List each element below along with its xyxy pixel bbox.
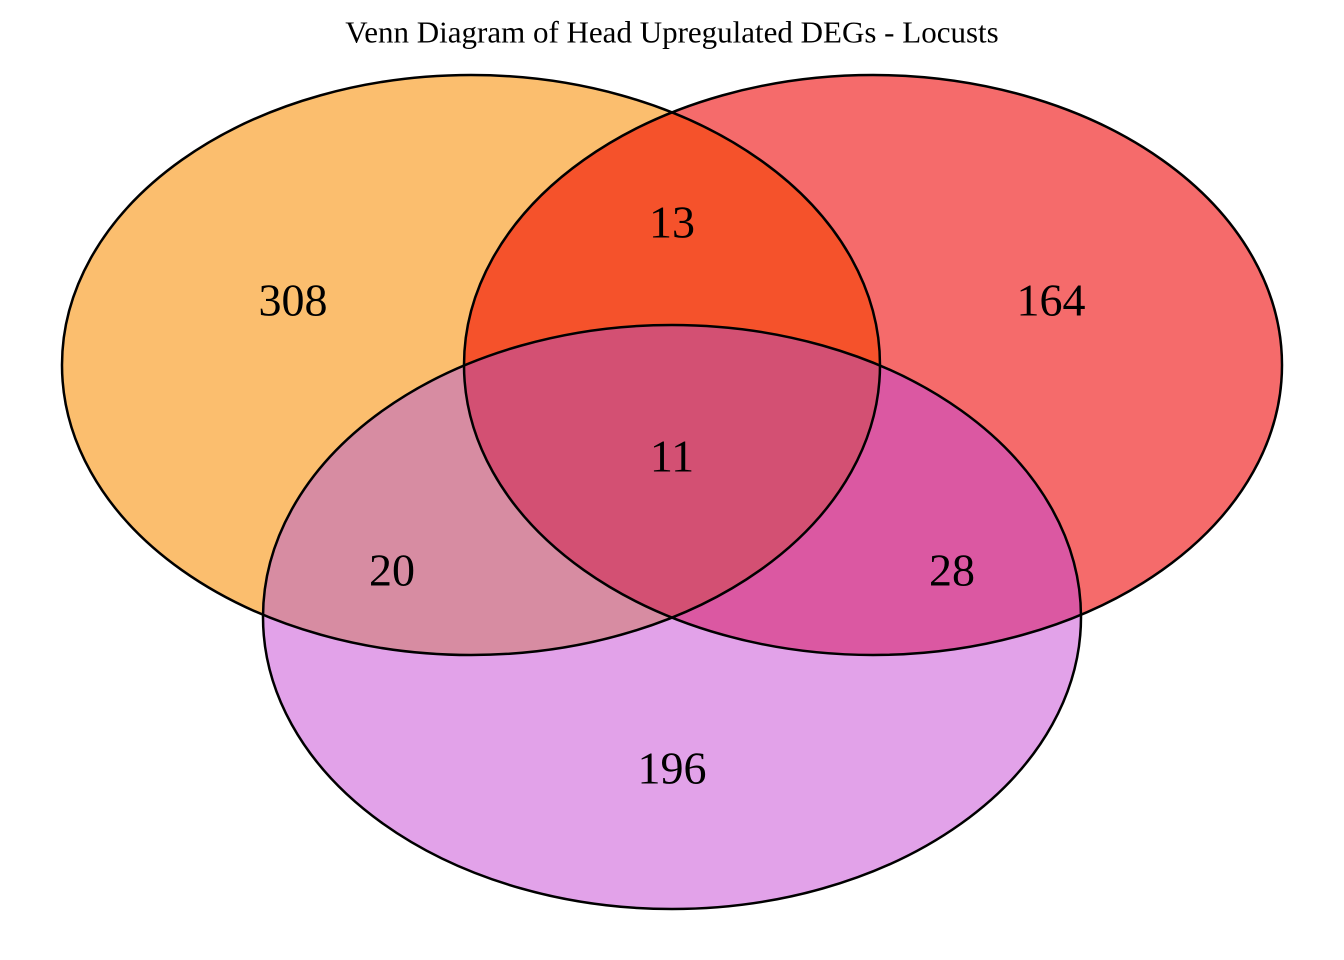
count-left-only: 308 [259, 275, 328, 326]
count-right-only: 164 [1017, 275, 1086, 326]
count-left-bottom: 20 [369, 545, 415, 596]
chart-title: Venn Diagram of Head Upregulated DEGs - … [345, 15, 998, 50]
count-center-all: 11 [650, 431, 694, 482]
count-bottom-only: 196 [638, 743, 707, 794]
venn-region-center-all [464, 325, 880, 655]
count-left-right: 13 [649, 197, 695, 248]
venn-region-center-outer-clip [464, 325, 880, 655]
venn-region-center-inner-clip [464, 325, 880, 655]
venn-set-bottom-outline [261, 323, 1083, 911]
count-right-bottom: 28 [929, 545, 975, 596]
